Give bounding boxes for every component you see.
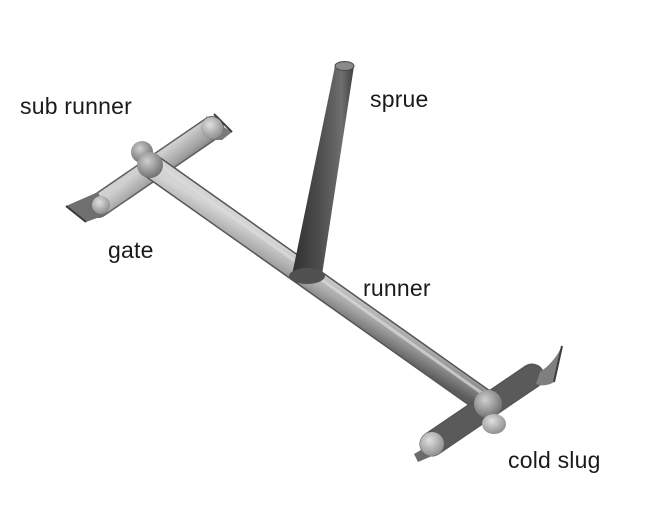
label-sprue: sprue <box>370 86 429 112</box>
sprue <box>289 61 355 284</box>
label-sub-runner: sub runner <box>20 93 132 119</box>
label-cold-slug: cold slug <box>508 447 601 473</box>
gate <box>65 192 110 223</box>
label-gate: gate <box>108 237 154 263</box>
label-runner: runner <box>363 275 431 301</box>
sub-runner <box>86 113 233 218</box>
cold-slug-well <box>414 345 563 462</box>
